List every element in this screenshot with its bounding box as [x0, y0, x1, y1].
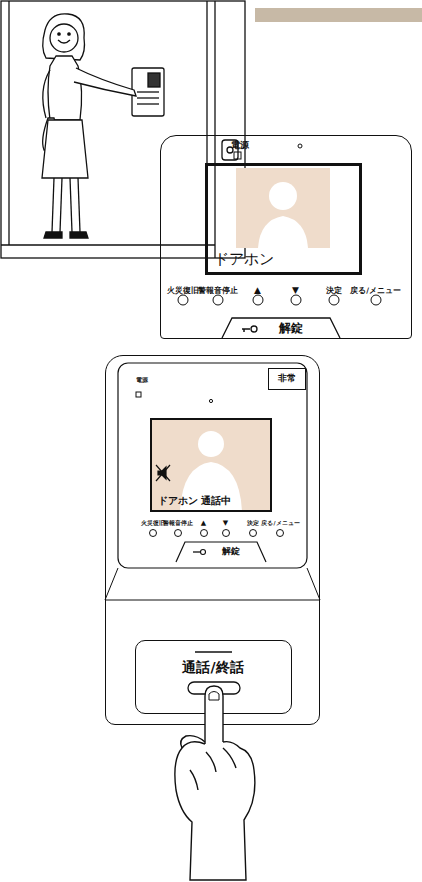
monitor-screen: ドアホン 通話中	[150, 418, 272, 512]
button-label: ▲	[201, 520, 206, 527]
monitor-housing: 電源ドアホン解錠 火災復旧警報音停止 ▲ ▼ 決定戻る/メニュー	[160, 135, 412, 339]
button-label: ▼	[223, 520, 228, 527]
node-text: ドアホン	[214, 251, 274, 268]
button-label: 決定	[247, 521, 259, 527]
finger-nail	[209, 692, 219, 701]
unlock-tab: 解錠	[207, 543, 255, 561]
button-label: 警報音停止	[163, 521, 193, 527]
hand-stroke	[175, 742, 255, 880]
unit-two-details	[105, 363, 320, 694]
node-text: 解錠	[279, 322, 303, 335]
node-text: 電源	[136, 377, 148, 384]
hand-stroke	[223, 748, 236, 768]
node-text: 解錠	[222, 547, 240, 557]
hand-stroke	[205, 686, 223, 746]
monitor-housing: 電源非常ドアホン 通話中解錠通話/終話火災復旧警報音停止▲▼決定戻る/メニュー	[105, 355, 320, 725]
emergency-button: 非常	[268, 368, 306, 390]
hand-stroke	[190, 770, 198, 790]
unlock-tab: 解錠	[258, 320, 324, 338]
button-label: 戻る/メニュー	[350, 287, 401, 295]
button-label: 決定	[326, 287, 342, 295]
header-bar	[255, 8, 422, 22]
node-text: ドアホン 通話中	[158, 495, 231, 506]
button-label: ▼	[292, 286, 299, 295]
button-label: 火災復旧	[141, 521, 165, 527]
hand-stroke	[181, 736, 205, 748]
node-text: 非常	[278, 374, 296, 384]
node-text: 電源	[231, 141, 249, 151]
button-label: ▲	[254, 286, 261, 295]
hand-stroke	[206, 752, 216, 772]
button-label: 戻る/メニュー	[261, 521, 299, 527]
monitor-screen: ドアホン	[205, 163, 362, 275]
button-label: 警報音停止	[198, 287, 238, 295]
monitor-one-details	[178, 144, 381, 338]
button-label: 火災復旧	[167, 287, 199, 295]
doorway-scene	[1, 1, 245, 258]
